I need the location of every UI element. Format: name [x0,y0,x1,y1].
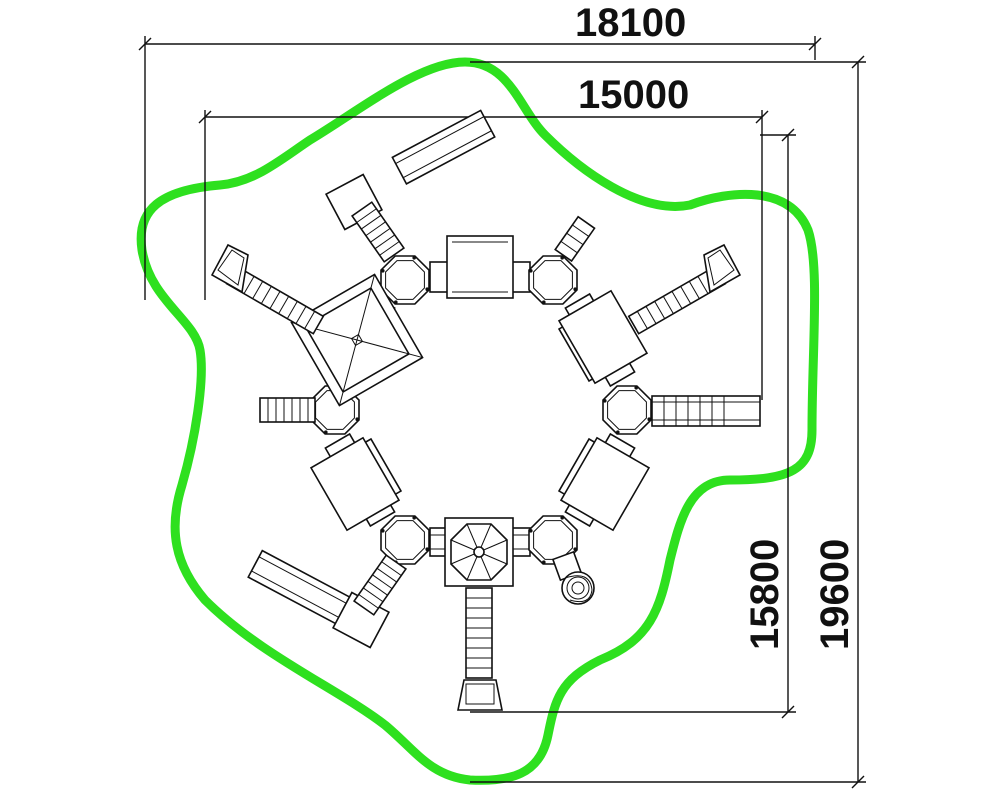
tube-slide-bottom [457,587,503,711]
roof-tower-upper-left [290,273,424,407]
tower-right [602,385,652,435]
roof-tower-bottom [444,517,514,587]
straight-slide-bottom-left [247,549,408,649]
dimension-inner-height: 15800 [470,128,796,719]
dimension-inner-width: 15000 [198,73,769,400]
dimension-overall-height: 19600 [470,55,866,789]
dimension-inner-width-label: 15000 [578,73,689,117]
playground-structure [210,109,761,711]
tube-slide-left [210,243,325,335]
straight-slide-top-left [324,109,496,263]
ladder-top-right [554,215,596,263]
tube-slide-right [627,243,742,335]
tower-top-right [528,255,578,305]
dimension-overall-height-label: 19600 [813,539,857,650]
ladder-left [259,397,316,423]
platform-right-upper [557,289,649,385]
bridge-top [429,235,531,299]
dimension-overall-width-label: 18100 [575,1,686,45]
platform-right-lower [559,436,651,532]
tower-top-left [380,255,430,305]
stair-slide-right [651,395,761,427]
dimension-overall-width: 18100 [138,1,822,300]
platform-left-lower [309,436,401,532]
spiral-climber-bottom-right [551,550,595,605]
dimension-inner-height-label: 15800 [743,539,787,650]
